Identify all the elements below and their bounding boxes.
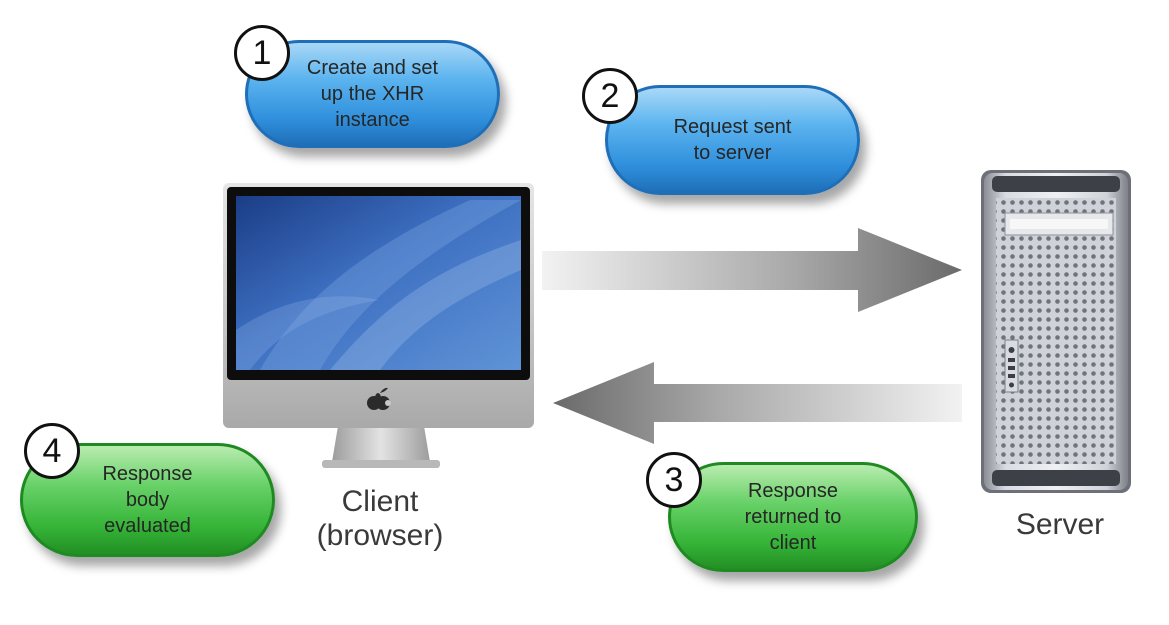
step-2-pill: Request sent to server [605, 85, 860, 195]
step-2-number-badge: 2 [582, 68, 638, 124]
request-arrow [542, 228, 962, 312]
step-1-number-badge: 1 [234, 25, 290, 81]
step-4-label: Response body evaluated [80, 461, 214, 539]
step-2-line-2: to server [693, 142, 772, 164]
step-3-line-2: returned to [744, 506, 842, 528]
server-caption: Server [1015, 508, 1105, 541]
step-1-line-1: Create and set [306, 57, 439, 79]
step-4-pill: Response body evaluated [20, 443, 275, 557]
step-3-line-1: Response [747, 480, 839, 502]
client-caption-line-1: Client [341, 485, 419, 518]
client-computer-icon [223, 183, 534, 468]
step-3-label: Response returned to client [723, 478, 864, 556]
step-1-line-3: instance [335, 109, 410, 131]
client-caption-line-2: (browser) [316, 519, 444, 552]
apple-logo-icon [367, 387, 391, 410]
step-1-label: Create and set up the XHR instance [285, 55, 460, 133]
step-3-pill: Response returned to client [668, 462, 918, 572]
step-4-line-3: evaluated [104, 515, 191, 537]
server-tower-icon [981, 170, 1131, 493]
client-caption: Client (browser) [290, 485, 470, 553]
step-3-number-badge: 3 [646, 452, 702, 508]
step-1-pill: Create and set up the XHR instance [245, 40, 500, 148]
step-4-number-badge: 4 [24, 423, 80, 479]
step-4-line-2: body [125, 489, 170, 511]
response-arrow [553, 362, 962, 444]
step-1-line-2: up the XHR [320, 83, 425, 105]
step-2-label: Request sent to server [652, 114, 814, 166]
step-4-line-1: Response [102, 463, 193, 485]
step-2-line-1: Request sent [673, 116, 792, 138]
step-3-line-3: client [769, 532, 817, 554]
